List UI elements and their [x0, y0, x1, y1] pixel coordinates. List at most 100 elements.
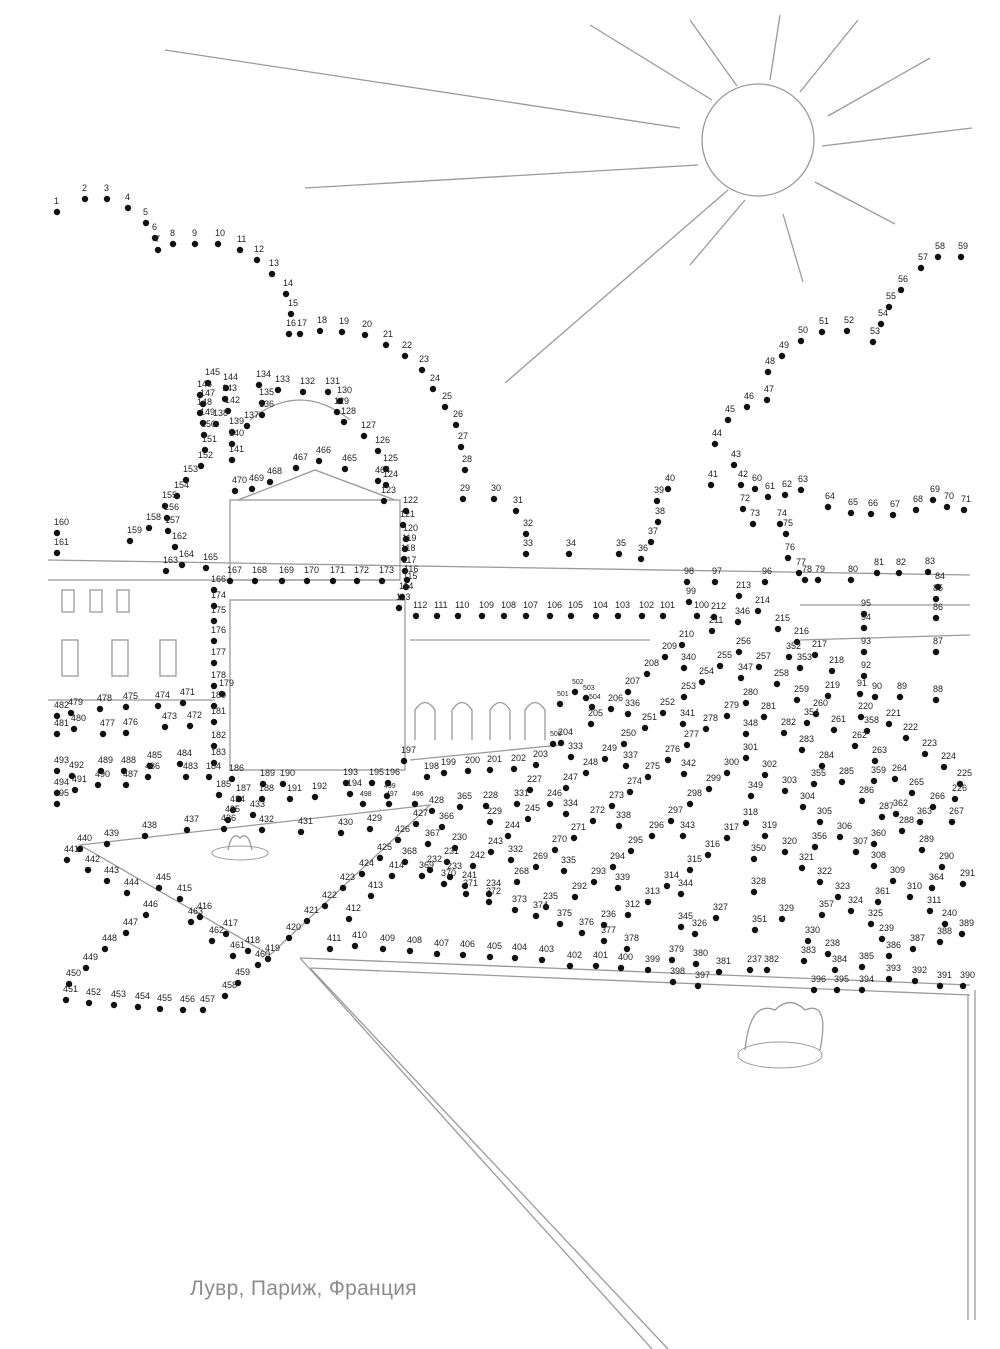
- dot-number: 332: [508, 844, 523, 854]
- dot-number: 500: [550, 731, 562, 738]
- dot-marker: [912, 506, 920, 514]
- dot-number: 457: [200, 994, 215, 1004]
- dot-marker: [712, 914, 720, 922]
- dot-number: 228: [483, 790, 498, 800]
- dot-marker: [938, 863, 946, 871]
- dot-number: 193: [343, 767, 358, 777]
- dot-number: 462: [209, 925, 224, 935]
- dot-marker: [960, 506, 968, 514]
- dot-marker: [892, 810, 900, 818]
- dot-marker: [451, 844, 459, 852]
- dot-marker: [278, 577, 286, 585]
- dot-number: 254: [699, 666, 714, 676]
- dot-marker: [176, 895, 184, 903]
- dot-number: 138: [213, 408, 228, 418]
- dot-number: 15: [288, 298, 298, 308]
- dot-number: 132: [300, 376, 315, 386]
- dot-number: 6: [152, 222, 157, 232]
- dot-marker: [183, 826, 191, 834]
- dot-number: 437: [184, 814, 199, 824]
- dot-number: 20: [362, 319, 372, 329]
- dot-marker: [249, 811, 257, 819]
- dot-marker: [750, 888, 758, 896]
- dot-marker: [934, 253, 942, 261]
- dot-number: 300: [724, 757, 739, 767]
- dot-marker: [234, 979, 242, 987]
- dot-marker: [487, 848, 495, 856]
- dot-marker: [668, 956, 676, 964]
- dot-marker: [600, 937, 608, 945]
- dot-number: 354: [804, 707, 819, 717]
- dot-marker: [705, 785, 713, 793]
- dot-marker: [210, 759, 218, 767]
- dot-number: 222: [903, 722, 918, 732]
- dot-marker: [624, 688, 632, 696]
- dot-marker: [810, 986, 818, 994]
- dot-marker: [860, 672, 868, 680]
- dot-marker: [424, 840, 432, 848]
- dot-number: 11: [237, 234, 246, 244]
- dot-marker: [482, 802, 490, 810]
- dot-number: 215: [775, 613, 790, 623]
- dot-marker: [122, 781, 130, 789]
- dot-marker: [926, 907, 934, 915]
- dot-number: 109: [479, 600, 494, 610]
- dot-marker: [702, 725, 710, 733]
- dot-number: 192: [312, 781, 327, 791]
- dot-marker: [359, 800, 367, 808]
- dot-number: 48: [765, 356, 775, 366]
- dot-number: 363: [917, 806, 932, 816]
- dot-number: 365: [457, 791, 472, 801]
- dot-marker: [403, 576, 411, 584]
- dot-number: 324: [848, 895, 863, 905]
- dot-number: 453: [111, 989, 126, 999]
- dot-marker: [778, 352, 786, 360]
- dot-number: 386: [886, 940, 901, 950]
- dot-number: 148: [197, 397, 212, 407]
- dot-marker: [315, 457, 323, 465]
- dot-number: 195: [369, 767, 384, 777]
- dot-marker: [229, 806, 237, 814]
- dot-number: 212: [711, 601, 726, 611]
- dot-marker: [693, 612, 701, 620]
- dot-marker: [182, 476, 190, 484]
- dot-marker: [686, 800, 694, 808]
- dot-number: 113: [396, 592, 410, 602]
- dot-number: 168: [252, 565, 267, 575]
- dot-marker: [929, 496, 937, 504]
- dot-number: 440: [77, 833, 92, 843]
- dot-number: 338: [616, 810, 631, 820]
- dot-marker: [524, 815, 532, 823]
- dot-number: 96: [762, 566, 772, 576]
- dot-number: 277: [684, 729, 699, 739]
- dot-number: 56: [898, 274, 908, 284]
- dot-number: 375: [557, 908, 572, 918]
- dot-number: 307: [853, 836, 868, 846]
- dot-marker: [85, 999, 93, 1007]
- dot-number: 191: [287, 783, 302, 793]
- dot-marker: [120, 767, 128, 775]
- dot-marker: [556, 700, 564, 708]
- dot-number: 46: [744, 391, 754, 401]
- dot-marker: [704, 851, 712, 859]
- dot-marker: [215, 791, 223, 799]
- dot-marker: [62, 996, 70, 1004]
- dot-number: 211: [709, 615, 723, 625]
- dot-marker: [84, 866, 92, 874]
- dot-marker: [76, 845, 84, 853]
- dot-number: 394: [859, 974, 874, 984]
- dot-marker: [500, 612, 508, 620]
- dot-marker: [747, 792, 755, 800]
- dot-number: 179: [219, 678, 234, 688]
- dot-marker: [782, 530, 790, 538]
- dot-number: 259: [794, 684, 809, 694]
- dot-marker: [781, 848, 789, 856]
- dot-marker: [173, 492, 181, 500]
- dot-number: 491: [72, 774, 87, 784]
- dot-number: 435: [225, 804, 240, 814]
- dot-marker: [833, 986, 841, 994]
- dot-number: 341: [680, 708, 695, 718]
- dot-number: 206: [608, 693, 623, 703]
- dot-number: 204: [558, 727, 573, 737]
- dot-marker: [798, 864, 806, 872]
